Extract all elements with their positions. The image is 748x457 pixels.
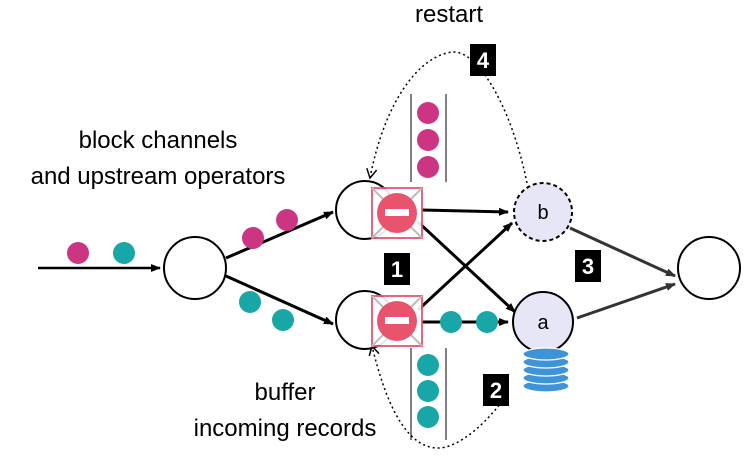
edges: [38, 207, 676, 326]
upper-blocked-sign: [371, 187, 423, 239]
svg-text:2: 2: [490, 378, 502, 403]
operator-a-label: a: [537, 312, 549, 334]
buffer-loop-arrow: [368, 344, 509, 449]
step-badge-1: 1: [384, 253, 410, 285]
svg-text:1: 1: [391, 257, 403, 282]
teal-record: [440, 311, 462, 333]
database-icon: [522, 347, 570, 393]
source-to-upper-edge: [225, 210, 334, 260]
upstream-operators-label: and upstream operators: [31, 163, 286, 190]
lower-blocked-sign: [371, 295, 423, 347]
source-operator: [163, 236, 227, 300]
step-badge-3: 3: [575, 250, 601, 282]
restart-label: restart: [415, 1, 483, 28]
teal-record: [113, 242, 135, 264]
a-to-sink-edge: [576, 282, 676, 320]
step-badge-4: 4: [470, 44, 496, 76]
lower-record-buffer: [410, 348, 447, 440]
incoming-records-label: incoming records: [194, 415, 377, 442]
restart-loop-arrow: [366, 51, 528, 184]
sink-operator: [677, 236, 741, 300]
operator-b-label: b: [537, 202, 548, 224]
records: [67, 209, 498, 333]
svg-text:3: 3: [582, 254, 594, 279]
step-badge-2: 2: [483, 374, 509, 406]
lower-to-b-edge: [416, 221, 514, 312]
teal-record: [272, 309, 294, 331]
upper-record-buffer: [410, 94, 447, 182]
magenta-record: [242, 227, 264, 249]
source-to-lower-edge: [225, 274, 334, 326]
b-to-sink-edge: [569, 226, 676, 278]
magenta-record: [67, 242, 89, 264]
teal-record: [476, 311, 498, 333]
teal-record: [239, 291, 261, 313]
operator-b: [513, 182, 573, 242]
svg-text:4: 4: [477, 48, 490, 73]
magenta-record: [276, 209, 298, 231]
buffer-label: buffer: [255, 379, 316, 406]
block-channels-label: block channels: [79, 127, 238, 154]
upper-to-b-edge: [421, 207, 509, 216]
